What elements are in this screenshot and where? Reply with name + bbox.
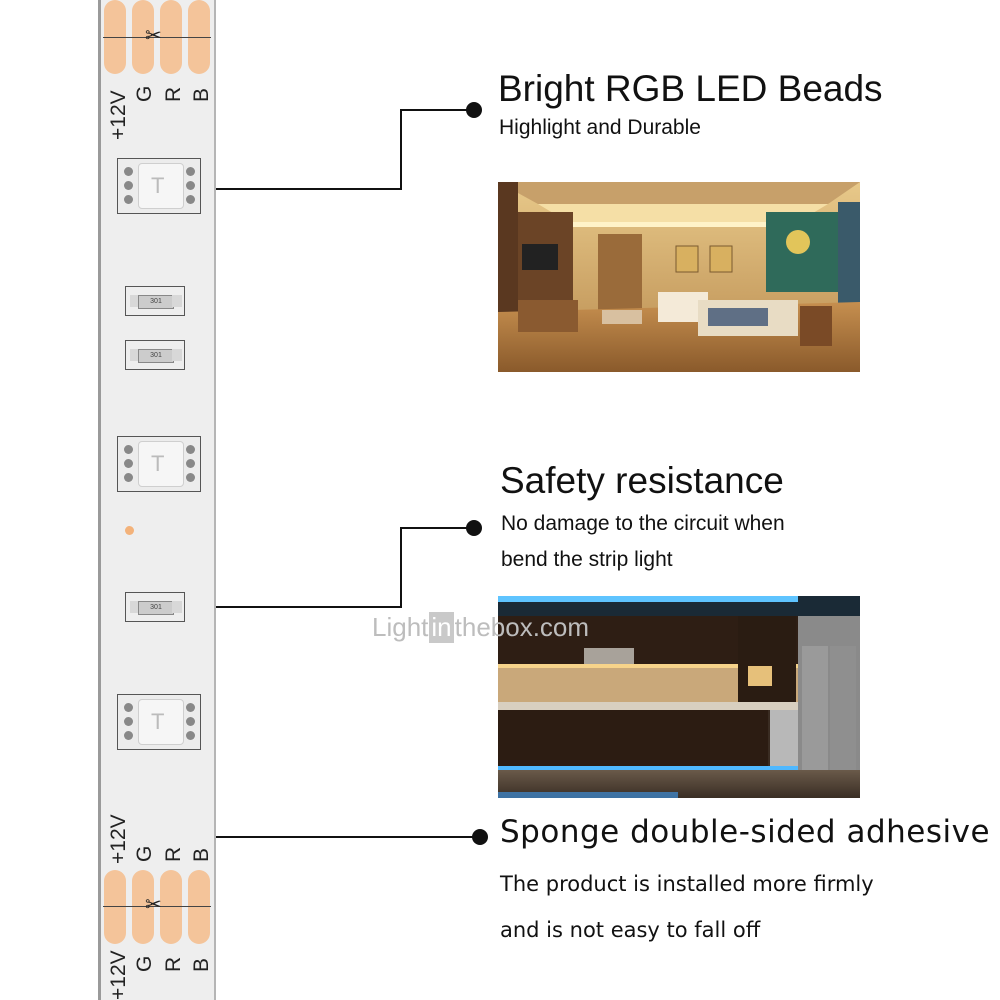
solder-pad xyxy=(132,870,154,944)
scissors-icon: ✂ xyxy=(145,894,162,916)
pin-label: +12V xyxy=(107,814,130,864)
led-bead: T xyxy=(117,436,201,492)
led-bead: T xyxy=(117,158,201,214)
feature-description: The product is installed more firmly xyxy=(500,872,874,896)
callout-line xyxy=(216,836,476,838)
feature-title: Bright RGB LED Beads xyxy=(498,68,883,109)
led-strip: ✂ +12V G R B T 301 301 T 301 T +12V G R … xyxy=(98,0,216,1000)
callout-line xyxy=(400,109,470,111)
feature-description: No damage to the circuit when xyxy=(501,512,785,535)
cut-line xyxy=(103,37,211,38)
solder-pad xyxy=(104,870,126,944)
callout-line xyxy=(216,606,402,608)
feature-description: and is not easy to fall off xyxy=(500,918,761,942)
pin-label: B xyxy=(190,847,213,862)
living-room-photo xyxy=(498,182,860,372)
pin-label: R xyxy=(162,956,185,972)
pin-label: R xyxy=(162,846,185,862)
callout-line xyxy=(216,188,402,190)
callout-bullet xyxy=(466,520,482,536)
callout-line xyxy=(400,527,402,608)
resistor: 301 xyxy=(125,286,185,316)
callout-bullet xyxy=(472,829,488,845)
pin-label: B xyxy=(190,957,213,972)
kitchen-photo xyxy=(498,596,860,798)
pin-label: G xyxy=(133,85,156,102)
feature-title: Safety resistance xyxy=(500,460,784,501)
pin-label: G xyxy=(133,845,156,862)
pin-label: +12V xyxy=(107,950,130,1000)
callout-line xyxy=(400,109,402,190)
callout-line xyxy=(400,527,470,529)
callout-bullet xyxy=(466,102,482,118)
feature-title: Sponge double-sided adhesive xyxy=(500,814,991,850)
pin-label: G xyxy=(133,955,156,972)
scissors-icon: ✂ xyxy=(145,25,162,47)
resistor: 301 xyxy=(125,592,185,622)
pin-label: B xyxy=(190,87,213,102)
feature-description: bend the strip light xyxy=(501,548,673,571)
solder-pad xyxy=(188,870,210,944)
solder-pad xyxy=(160,870,182,944)
resistor: 301 xyxy=(125,340,185,370)
pin-label: +12V xyxy=(107,90,130,140)
pin-label: R xyxy=(162,86,185,102)
cut-line xyxy=(103,906,211,907)
led-bead: T xyxy=(117,694,201,750)
feature-description: Highlight and Durable xyxy=(499,116,701,139)
marker-dot xyxy=(125,526,134,535)
